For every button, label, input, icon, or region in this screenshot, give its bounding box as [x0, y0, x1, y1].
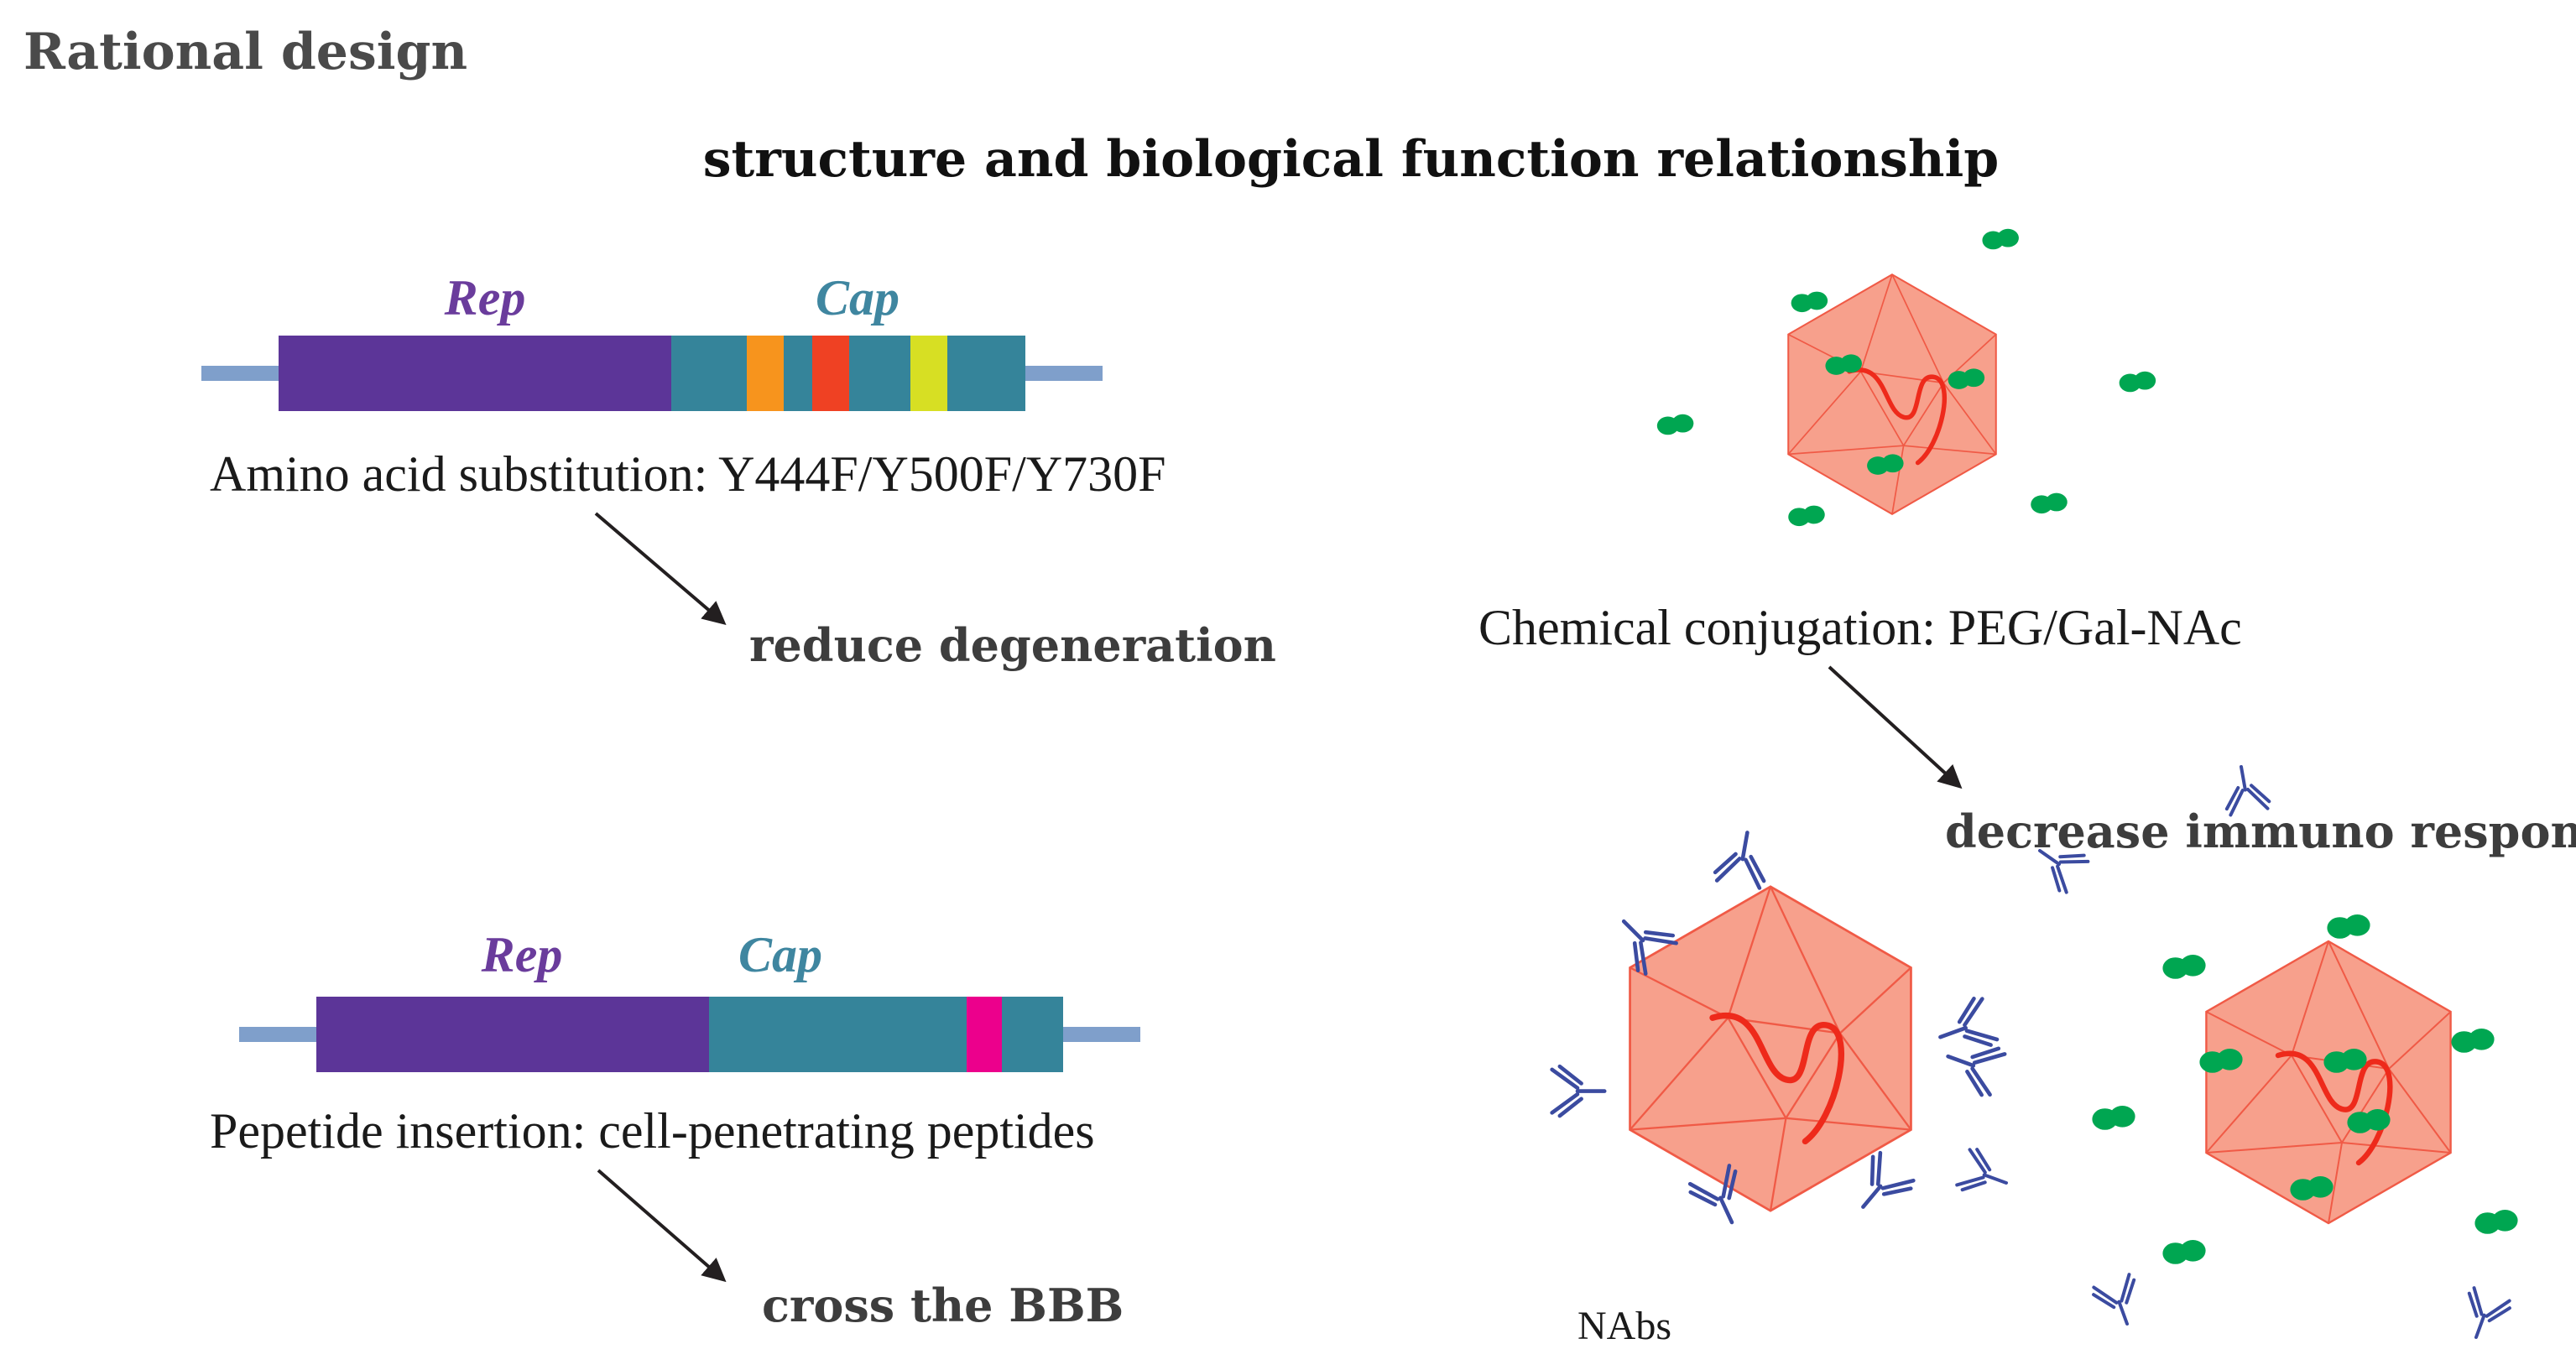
right-linker — [1063, 1027, 1140, 1042]
substitution-panel: Rep Cap Amino acid substitution: Y444F/Y… — [201, 270, 1276, 672]
rep-label: Rep — [444, 270, 526, 326]
mutation-y500f-band — [812, 336, 849, 411]
cap-label: Cap — [738, 927, 822, 982]
insertion-outcome: cross the BBB — [762, 1279, 1124, 1332]
capsid-with-nabs — [1552, 828, 2006, 1232]
insertion-panel: Rep Cap Pepetide insertion: cell-penetra… — [210, 927, 1140, 1332]
conjugated-capsid — [1656, 228, 2156, 527]
arrow-icon — [594, 512, 727, 626]
substitution-outcome: reduce degeneration — [749, 618, 1276, 672]
arrow-icon — [1828, 665, 1963, 789]
rep-cap-gene-construct — [201, 336, 1103, 411]
arrow-icon — [597, 1169, 727, 1283]
nabs-label: NAbs — [1577, 1304, 1671, 1348]
mutation-y730f-band — [910, 336, 947, 411]
mutation-y444f-band — [747, 336, 784, 411]
conjugation-caption: Chemical conjugation: PEG/Gal-NAc — [1478, 600, 2242, 655]
main-title: structure and biological function relati… — [703, 130, 1999, 189]
rep-cap-gene-construct — [239, 997, 1140, 1072]
cap-segment — [709, 997, 1063, 1072]
cap-label: Cap — [816, 270, 900, 326]
section-title: Rational design — [23, 23, 467, 81]
insertion-caption: Pepetide insertion: cell-penetrating pep… — [210, 1103, 1095, 1159]
conjugation-outcome: decrease immuno response — [1945, 805, 2576, 858]
conjugation-panel: Chemical conjugation: PEG/Gal-NAc decrea… — [1478, 228, 2576, 1348]
rep-segment — [279, 336, 671, 411]
left-linker — [201, 366, 279, 381]
left-linker — [239, 1027, 316, 1042]
peptide-insertion-band — [967, 997, 1002, 1072]
substitution-caption: Amino acid substitution: Y444F/Y500F/Y73… — [210, 446, 1166, 502]
right-linker — [1025, 366, 1103, 381]
rep-segment — [316, 997, 709, 1072]
rep-label: Rep — [481, 927, 563, 982]
